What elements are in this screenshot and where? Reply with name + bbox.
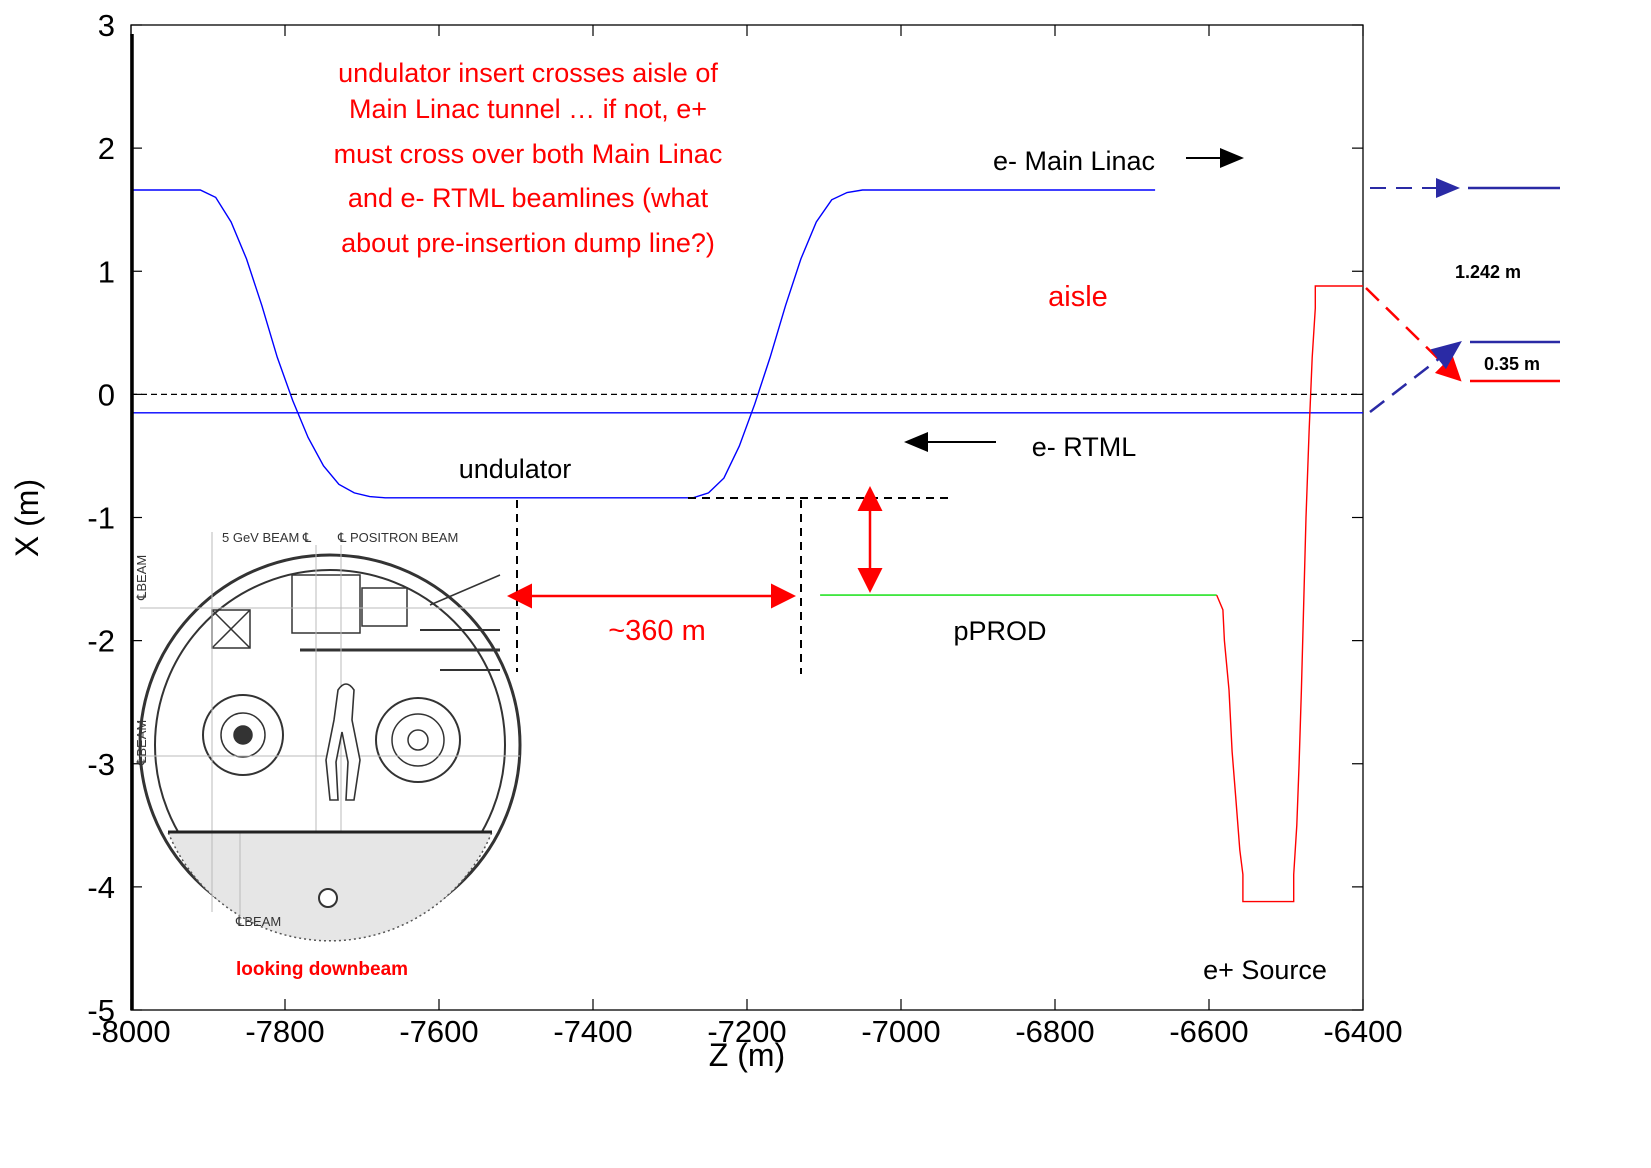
- inset-beam-label-bottom: ℄BEAM: [235, 914, 281, 929]
- x-tick-label: -7200: [707, 1014, 786, 1049]
- inset-beam-5gev-label: 5 GeV BEAM ℄: [222, 530, 312, 545]
- x-tick-label: -6600: [1169, 1014, 1248, 1049]
- x-tick-label: -7600: [399, 1014, 478, 1049]
- label-aisle: aisle: [1048, 281, 1108, 313]
- series-lines: [131, 189, 1363, 903]
- y-tick-label: -3: [87, 747, 115, 782]
- y-tick-label: -2: [87, 624, 115, 659]
- series-line-4: [1216, 285, 1363, 903]
- label-rtml: e- RTML: [1032, 432, 1137, 462]
- y-axis-label: X (m): [9, 479, 45, 557]
- y-tick-label: 3: [98, 8, 115, 43]
- y-tick-label: -5: [87, 993, 115, 1028]
- tunnel-cross-section-drawing: [138, 532, 522, 942]
- x-tick-label: -8000: [91, 1014, 170, 1049]
- x-tick-label: -6800: [1015, 1014, 1094, 1049]
- x-tick-label: -6400: [1323, 1014, 1402, 1049]
- inset-beam-label-side-mid: ℄BEAM: [134, 720, 149, 766]
- label-width-1: 1.242 m: [1455, 262, 1521, 282]
- label-looking-downbeam: looking downbeam: [236, 959, 408, 980]
- x-tick-label: -7000: [861, 1014, 940, 1049]
- annotation-insert-note-5: about pre-insertion dump line?): [341, 228, 715, 258]
- inset-beam-label-side-top: ℄BEAM: [134, 555, 149, 601]
- x-tick-label: -7800: [245, 1014, 324, 1049]
- label-pprod: pPROD: [953, 616, 1046, 646]
- y-tick-label: 0: [98, 377, 115, 412]
- inset-positron-beam-label: ℄ POSITRON BEAM: [337, 530, 458, 545]
- x-axis-label: Z (m): [709, 1037, 785, 1073]
- annotation-insert-note-4: and e- RTML beamlines (what: [348, 183, 709, 213]
- label-width-2: 0.35 m: [1484, 354, 1540, 374]
- y-tick-label: 2: [98, 131, 115, 166]
- y-tick-label: 1: [98, 254, 115, 289]
- y-tick-label: -1: [87, 501, 115, 536]
- annotation-insert-note-1: undulator insert crosses aisle of: [338, 58, 718, 88]
- annotation-insert-note-2: Main Linac tunnel … if not, e+: [349, 94, 707, 124]
- label-main-linac: e- Main Linac: [993, 146, 1155, 176]
- tick-labels: -8000 -7800 -7600 -7400 -7200 -7000 -6800 -6600…: [87, 8, 1402, 1049]
- x-tick-label: -7400: [553, 1014, 632, 1049]
- label-undulator: undulator: [459, 454, 572, 484]
- y-tick-label: -4: [87, 870, 115, 905]
- series-line-1: [131, 189, 1156, 499]
- annotation-insert-note-3: must cross over both Main Linac: [334, 139, 723, 169]
- beamline-offset-schematic: [1365, 178, 1560, 413]
- label-source: e+ Source: [1203, 955, 1327, 985]
- label-distance: ~360 m: [608, 615, 706, 647]
